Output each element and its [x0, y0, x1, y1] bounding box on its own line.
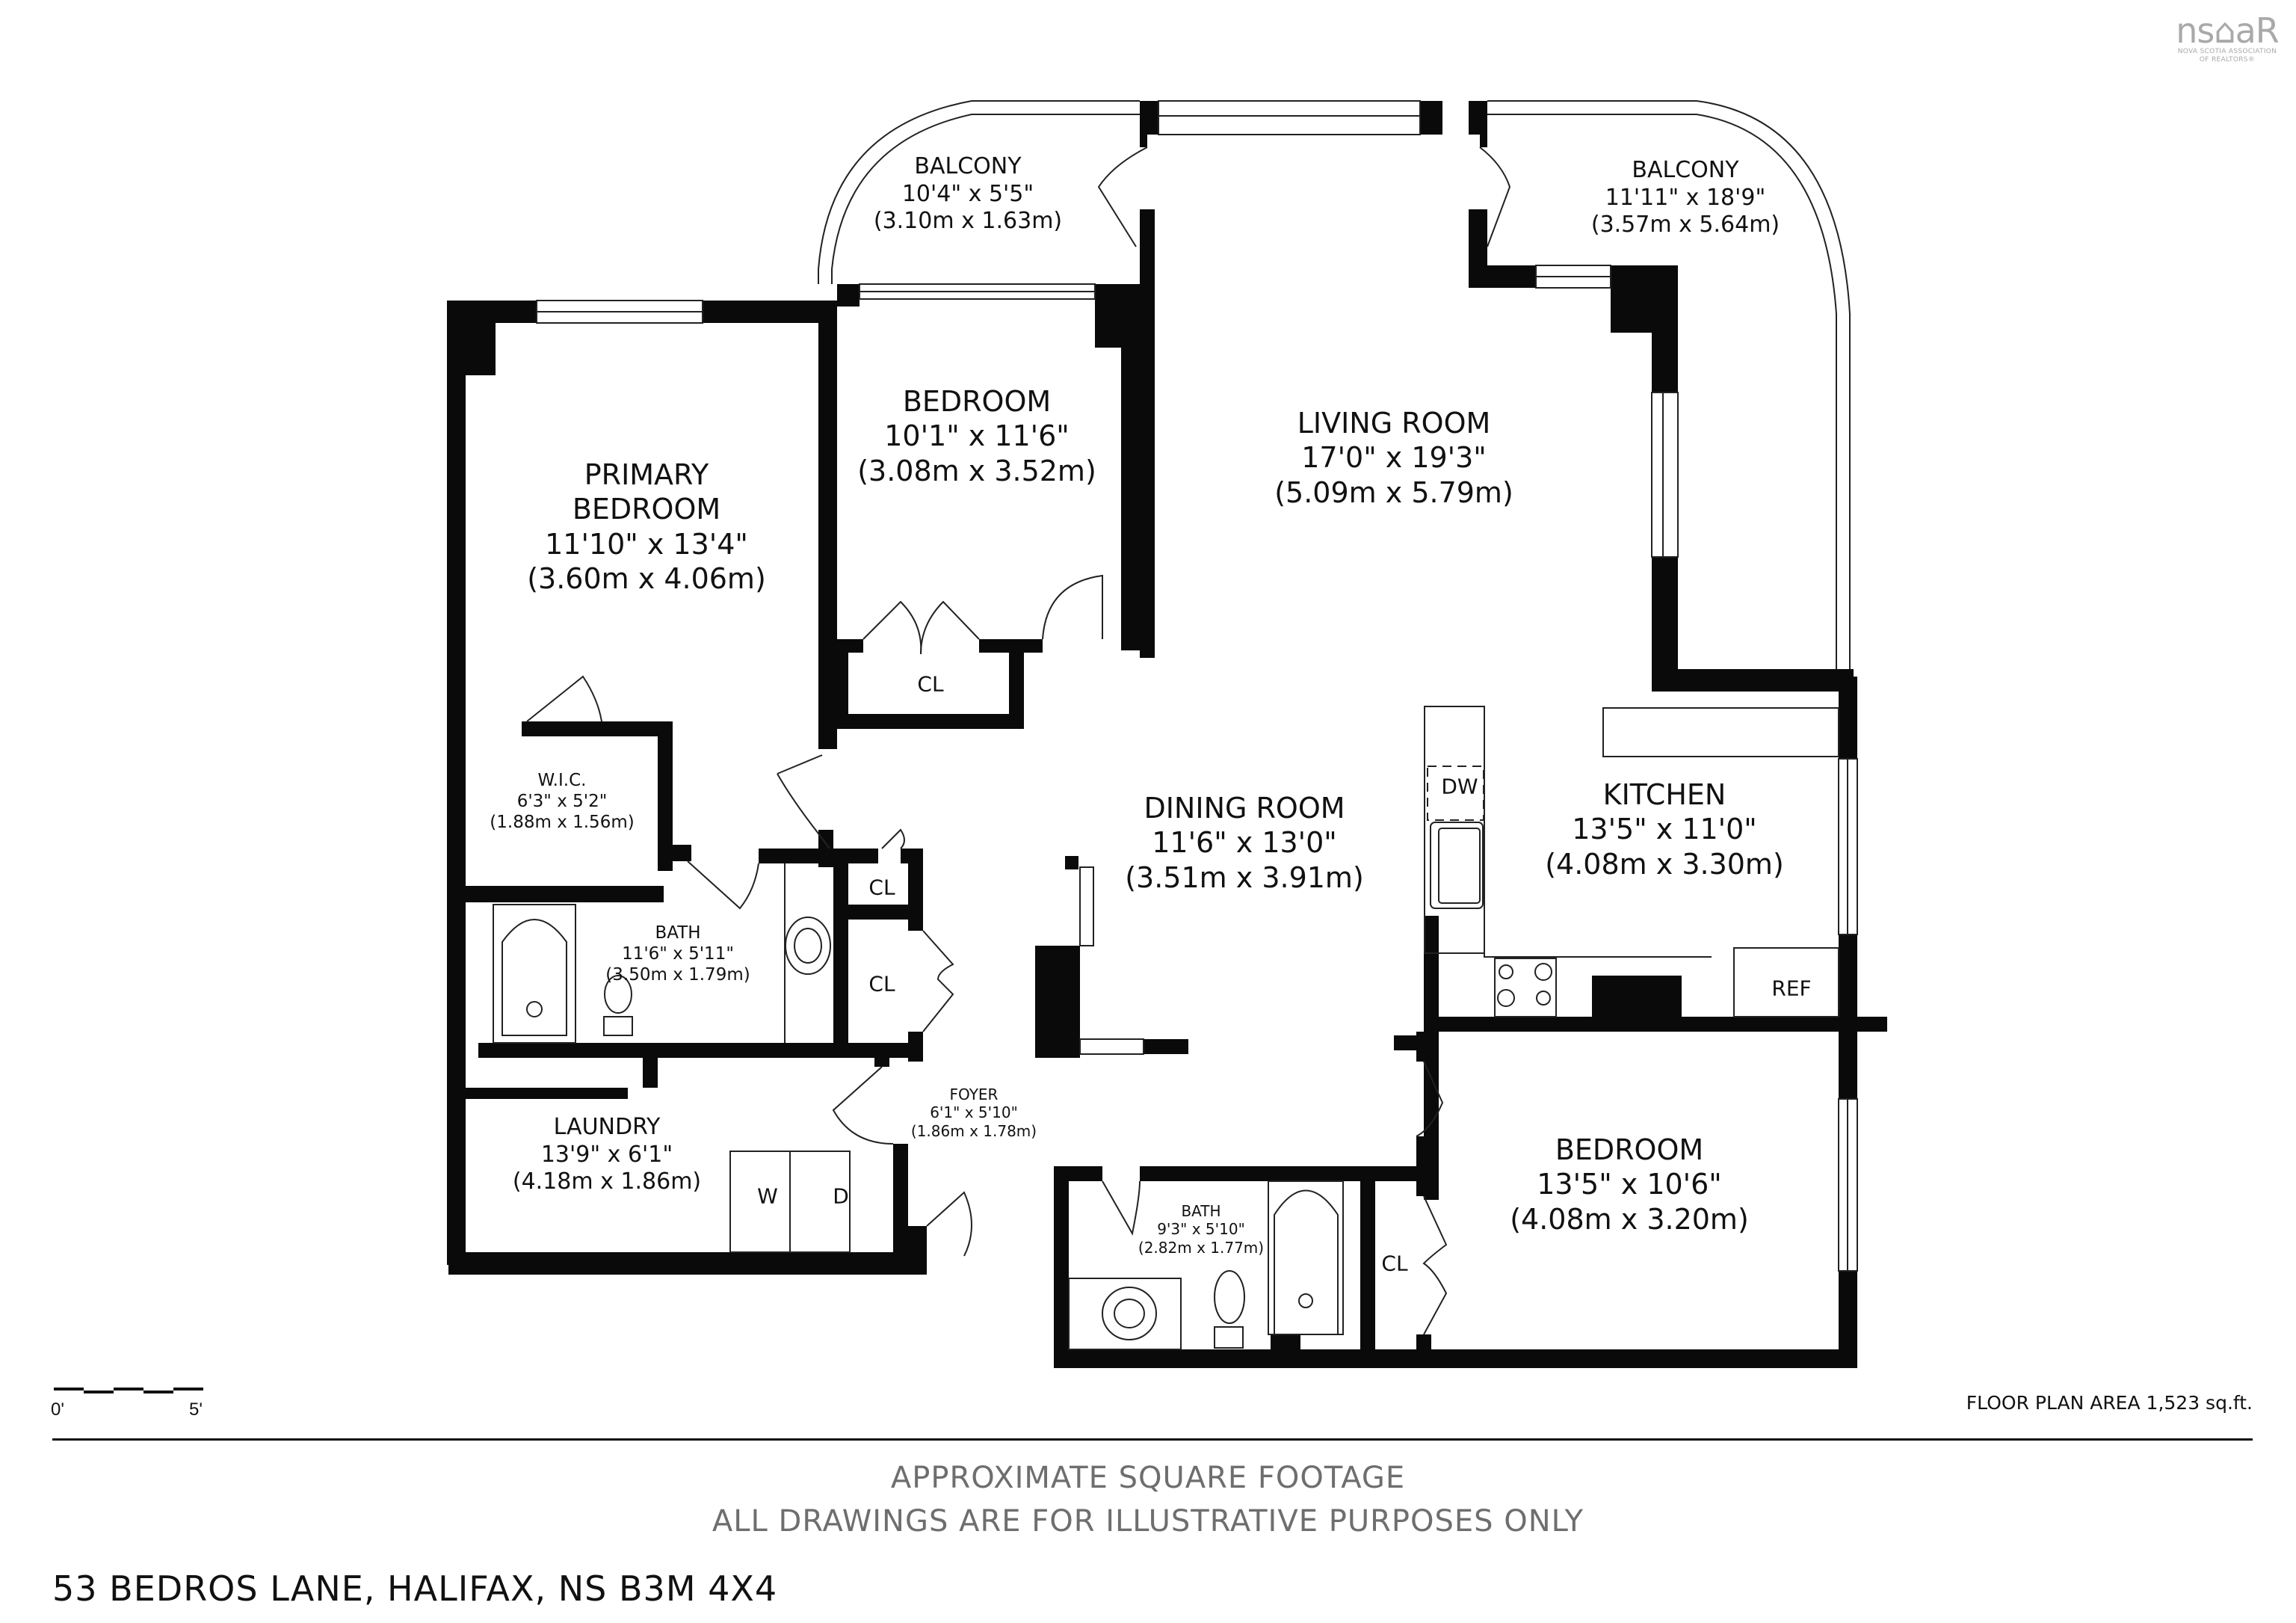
closet-label-bedroom-2: CL	[917, 671, 944, 697]
room-label-kitchen: KITCHEN 13'5" x 11'0" (4.08m x 3.30m)	[1545, 778, 1784, 881]
room-label-dining-room: DINING ROOM 11'6" x 13'0" (3.51m x 3.91m…	[1125, 792, 1364, 894]
balcony-railings	[818, 100, 1851, 677]
logo-line-1: NOVA SCOTIA ASSOCIATION	[2177, 48, 2277, 55]
room-label-balcony-right: BALCONY 11'11" x 18'9" (3.57m x 5.64m)	[1590, 157, 1780, 238]
property-address: 53 BEDROS LANE, HALIFAX, NS B3M 4X4	[52, 1568, 778, 1609]
scale-bar	[54, 1388, 203, 1393]
closet-label-hall-1: CL	[868, 875, 895, 900]
scale-start: 0'	[51, 1399, 64, 1420]
disclaimer-line-1: APPROXIMATE SQUARE FOOTAGE	[890, 1461, 1406, 1495]
washer-label: W	[757, 1183, 778, 1209]
closet-label-hall-2: CL	[868, 971, 895, 997]
door-swings	[526, 147, 1511, 1335]
room-label-primary-bedroom: PRIMARY BEDROOM 11'10" x 13'4" (3.60m x …	[527, 458, 766, 596]
room-label-balcony-left: BALCONY 10'4" x 5'5" (3.10m x 1.63m)	[873, 153, 1063, 235]
room-label-foyer: FOYER 6'1" x 5'10" (1.86m x 1.78m)	[910, 1085, 1037, 1140]
room-label-bath-2: BATH 9'3" x 5'10" (2.82m x 1.77m)	[1138, 1202, 1265, 1257]
disclaimer-line-2: ALL DRAWINGS ARE FOR ILLUSTRATIVE PURPOS…	[712, 1504, 1584, 1539]
dryer-label: D	[833, 1183, 849, 1209]
room-label-bedroom-3: BEDROOM 13'5" x 10'6" (4.08m x 3.20m)	[1510, 1133, 1749, 1236]
room-label-main-bath: BATH 11'6" x 5'11" (3.50m x 1.79m)	[605, 923, 750, 985]
windows	[536, 100, 1858, 1272]
room-label-bedroom-2: BEDROOM 10'1" x 11'6" (3.08m x 3.52m)	[857, 385, 1096, 487]
logo-mark: ns⌂aR	[2176, 10, 2279, 51]
dishwasher-label: DW	[1441, 774, 1478, 799]
room-label-walk-in-closet: W.I.C. 6'3" x 5'2" (1.88m x 1.56m)	[490, 771, 635, 833]
walls	[447, 101, 1887, 1368]
fixtures-drawings	[493, 706, 1839, 1350]
refrigerator-label: REF	[1771, 976, 1812, 1001]
disclaimer: APPROXIMATE SQUARE FOOTAGE ALL DRAWINGS …	[0, 1456, 2296, 1543]
logo-line-2: OF REALTORS®	[2199, 55, 2256, 64]
floor-plan-area: FLOOR PLAN AREA 1,523 sq.ft.	[1966, 1392, 2253, 1414]
nsar-logo: ns⌂aR NOVA SCOTIA ASSOCIATION OF REALTOR…	[2171, 13, 2283, 64]
scale-end: 5'	[189, 1399, 203, 1420]
divider	[52, 1438, 2253, 1441]
closet-label-bedroom-3: CL	[1381, 1251, 1408, 1276]
room-label-living-room: LIVING ROOM 17'0" x 19'3" (5.09m x 5.79m…	[1274, 407, 1513, 509]
room-label-laundry: LAUNDRY 13'9" x 6'1" (4.18m x 1.86m)	[512, 1114, 702, 1195]
scale-bar-labels: 0' 5'	[51, 1399, 215, 1422]
